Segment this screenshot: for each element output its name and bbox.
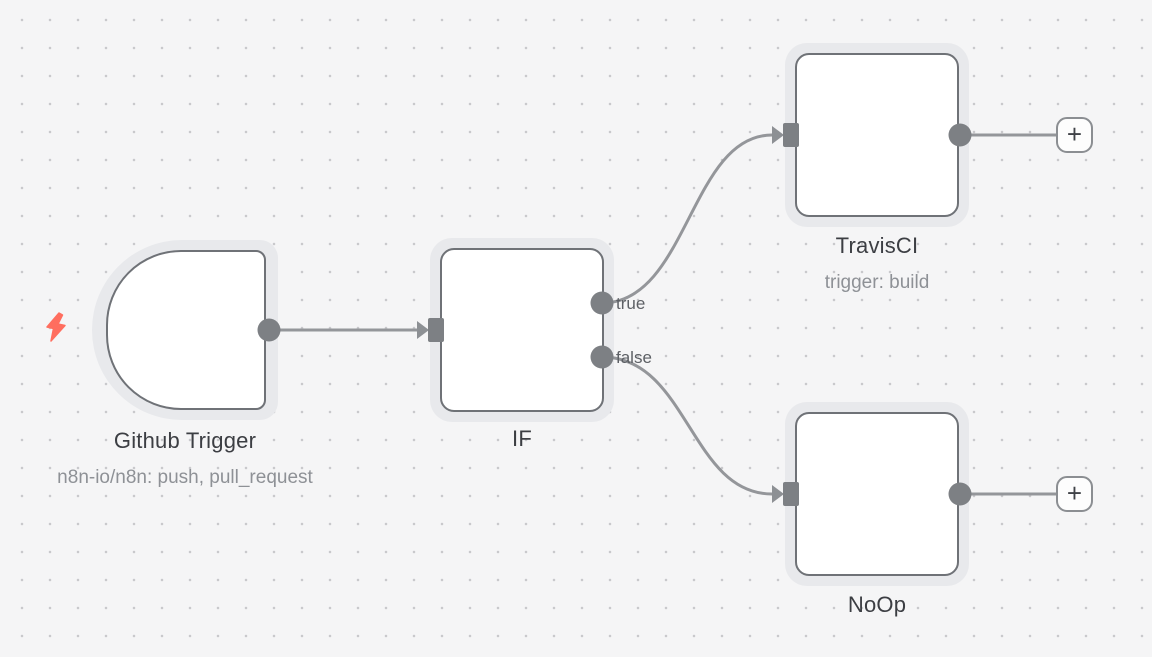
plus-icon: + — [1066, 119, 1083, 149]
connection-if-true-to-travisci[interactable] — [601, 133, 773, 305]
node-subtitle: trigger: build — [824, 272, 930, 293]
output-endpoint-noop[interactable] — [948, 482, 972, 506]
output-endpoint-travisci[interactable] — [948, 123, 972, 147]
input-endpoint-if[interactable] — [428, 318, 444, 342]
github-trigger-body[interactable] — [106, 250, 266, 410]
output-endpoint-if-false[interactable] — [590, 345, 614, 369]
travisci-body[interactable] — [795, 53, 959, 217]
node-label: NoOp — [847, 592, 907, 617]
if-body[interactable] — [440, 248, 604, 412]
output-endpoint-if-true[interactable] — [590, 291, 614, 315]
node-github-trigger[interactable]: Github Trigger n8n-io/n8n: push, pull_re… — [57, 240, 313, 488]
node-travisci[interactable]: TravisCI trigger: build — [785, 43, 969, 293]
arrowhead-icon — [772, 485, 784, 503]
connection-if-false-to-noop[interactable] — [601, 355, 773, 496]
output-label-true: true — [616, 294, 646, 313]
node-if[interactable]: IF — [430, 238, 614, 451]
node-subtitle: n8n-io/n8n: push, pull_request — [57, 467, 313, 488]
noop-body[interactable] — [795, 412, 959, 576]
add-node-button-travisci[interactable]: + — [1056, 117, 1093, 153]
output-label-false: false — [616, 348, 652, 367]
arrowhead-icon — [417, 321, 429, 339]
node-noop[interactable]: NoOp — [785, 402, 969, 617]
node-label: Github Trigger — [113, 428, 257, 453]
arrowhead-icon — [772, 126, 784, 144]
input-endpoint-noop[interactable] — [783, 482, 799, 506]
input-endpoint-travisci[interactable] — [783, 123, 799, 147]
output-endpoint-github[interactable] — [257, 318, 281, 342]
node-label: IF — [512, 426, 532, 451]
lightning-bolt-icon — [46, 312, 66, 342]
add-node-button-noop[interactable]: + — [1056, 476, 1093, 512]
node-label: TravisCI — [835, 233, 919, 258]
plus-icon: + — [1066, 478, 1083, 508]
